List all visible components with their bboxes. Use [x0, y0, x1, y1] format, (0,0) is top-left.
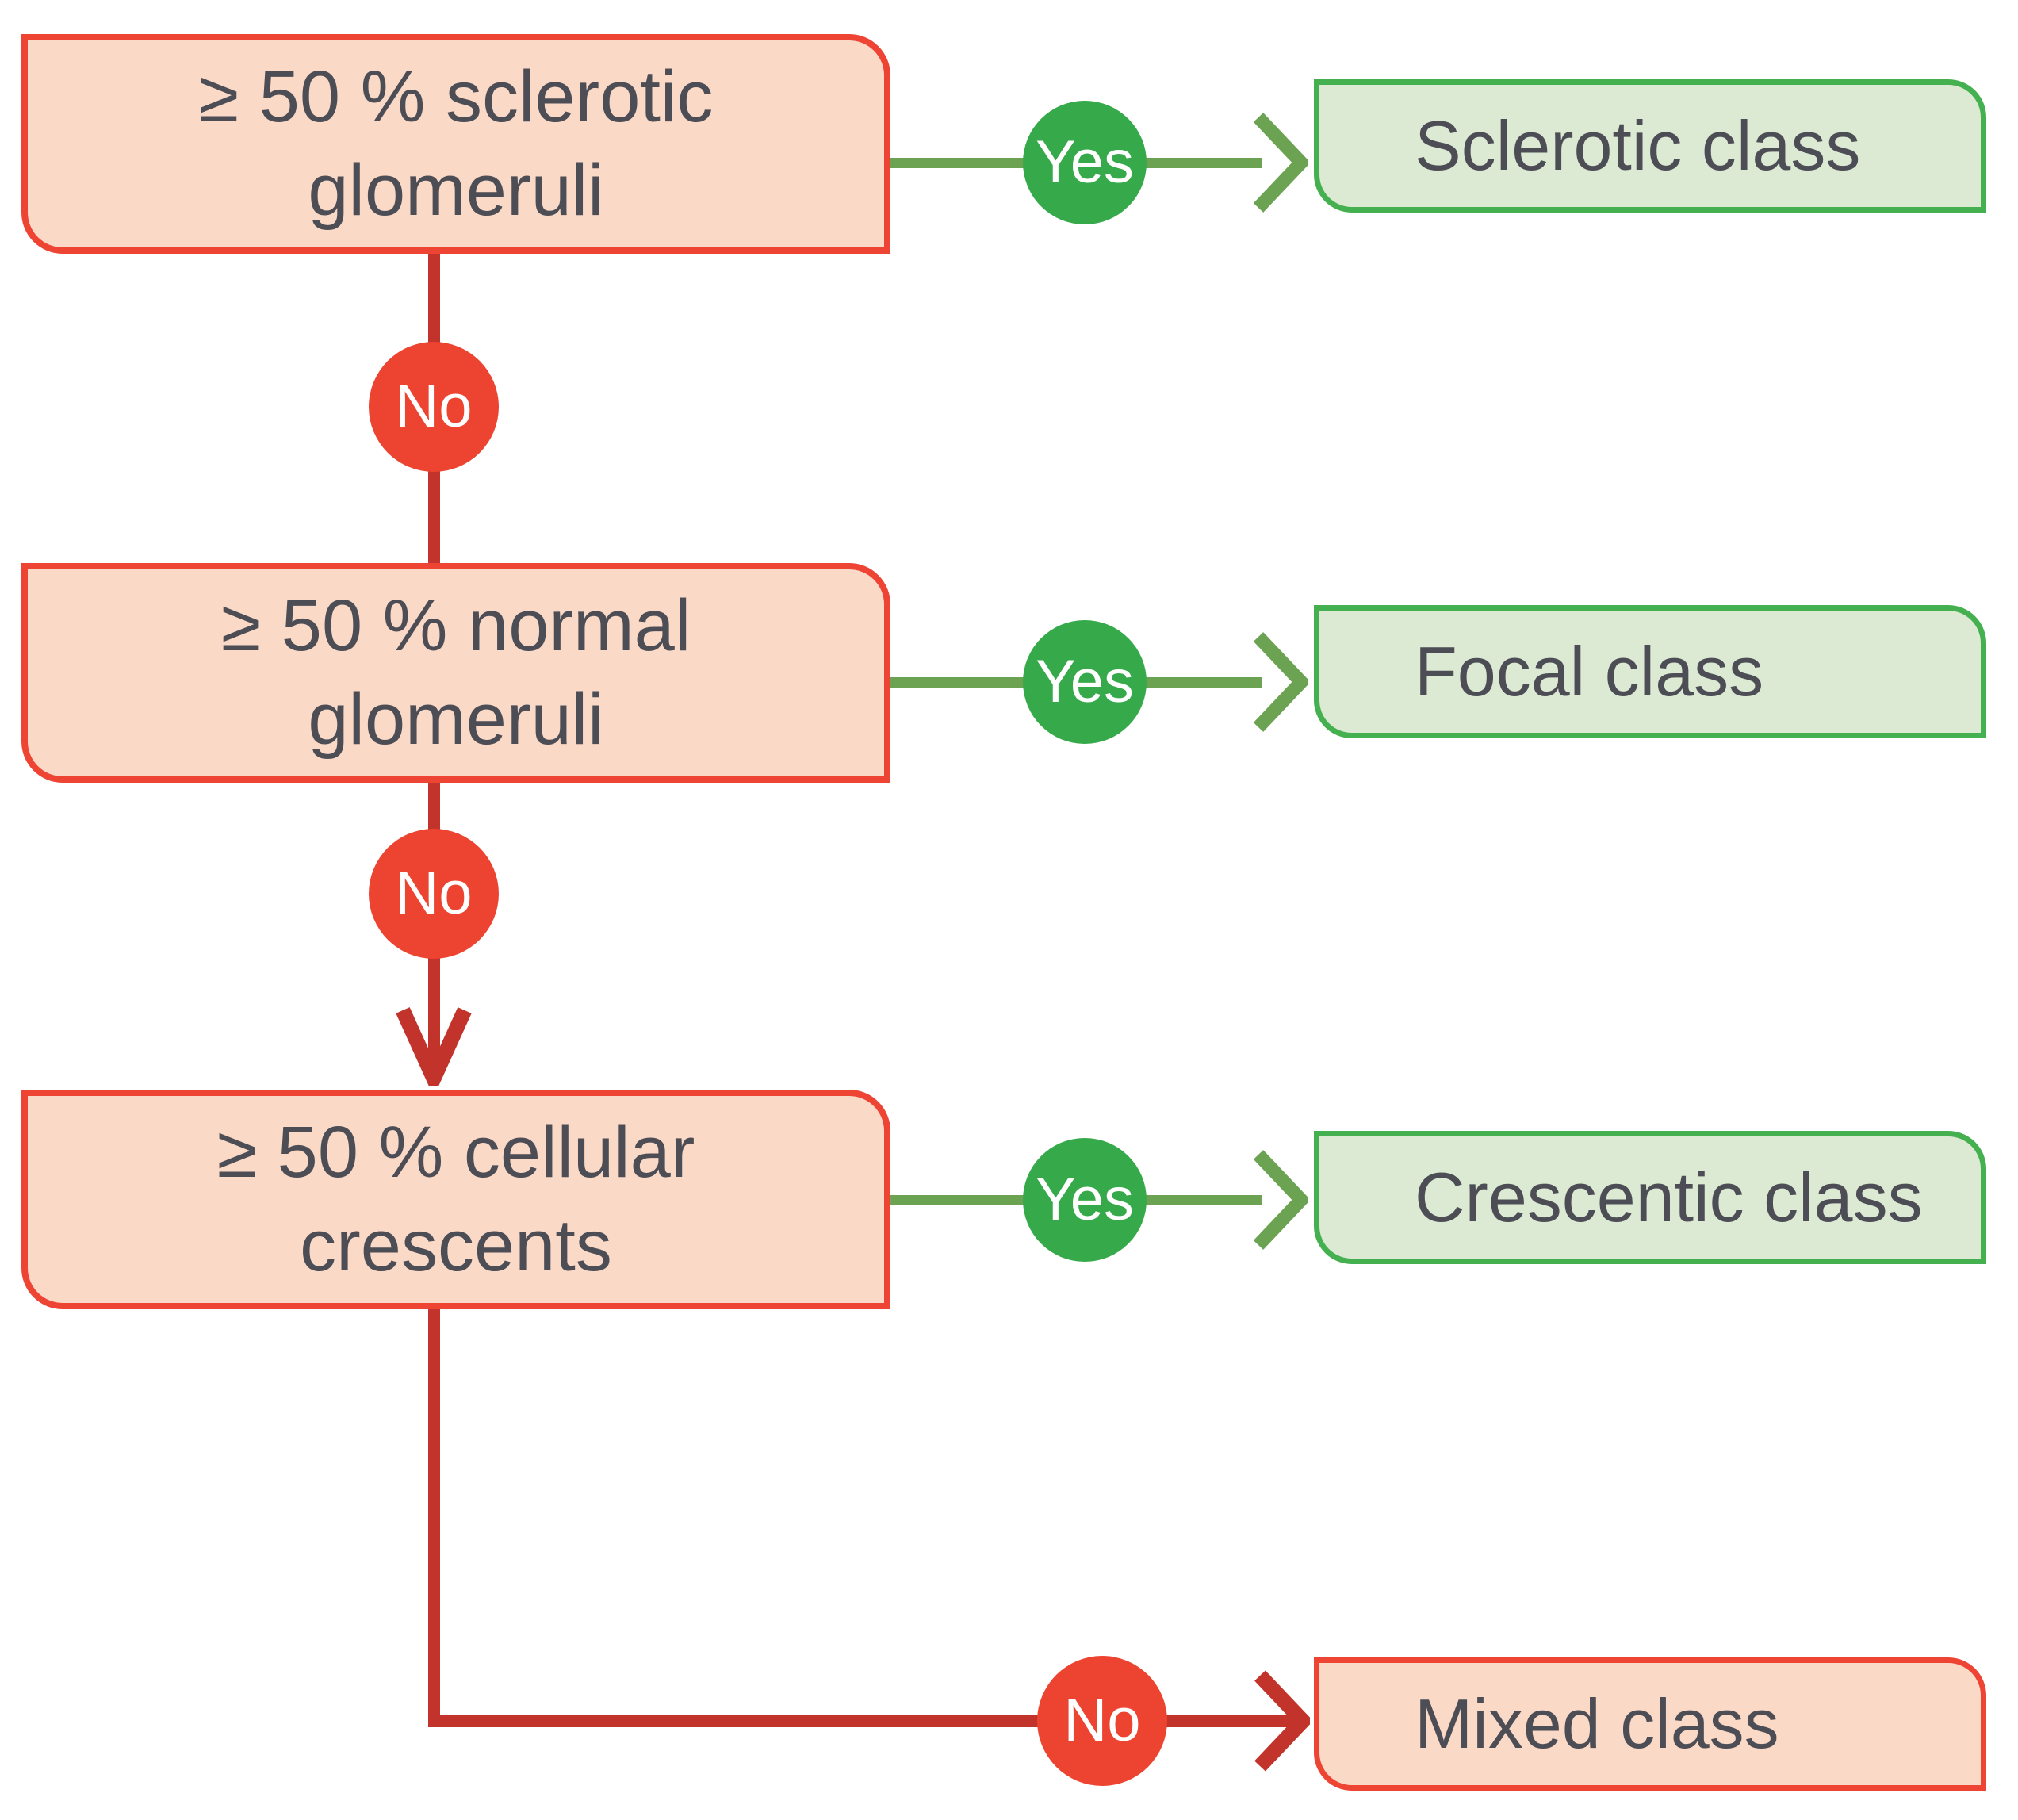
- result-label: Crescentic class: [1415, 1158, 1923, 1236]
- arrowhead-right-icon: [1253, 1150, 1308, 1250]
- yes-badge: Yes: [1023, 620, 1147, 744]
- arrowhead-down-icon: [396, 1007, 472, 1086]
- no-badge: No: [369, 342, 499, 472]
- no-badge: No: [369, 829, 499, 959]
- result-label: Mixed class: [1415, 1684, 1779, 1763]
- arrowhead-right-icon: [1254, 1670, 1310, 1772]
- yes-label: Yes: [1036, 128, 1134, 196]
- no-label: No: [395, 373, 473, 440]
- no-badge: No: [1037, 1656, 1167, 1786]
- question-box-normal-glomeruli: ≥ 50 % normal glomeruli: [21, 563, 890, 783]
- result-label: Focal class: [1415, 632, 1764, 711]
- result-box-sclerotic-class: Sclerotic class: [1314, 79, 1986, 213]
- yes-badge: Yes: [1023, 1138, 1147, 1262]
- arrowhead-right-icon: [1253, 632, 1308, 732]
- yes-badge: Yes: [1023, 101, 1147, 224]
- result-box-crescentic-class: Crescentic class: [1314, 1131, 1986, 1264]
- result-box-mixed-class: Mixed class: [1314, 1657, 1986, 1791]
- question-label: ≥ 50 % cellular crescents: [216, 1111, 695, 1286]
- question-label: ≥ 50 % sclerotic glomeruli: [198, 56, 714, 231]
- connector-line-q3-down: [428, 1305, 440, 1727]
- yes-label: Yes: [1036, 1166, 1134, 1233]
- yes-label: Yes: [1036, 648, 1134, 715]
- arrowhead-right-icon: [1253, 113, 1308, 213]
- question-label: ≥ 50 % normal glomeruli: [220, 584, 691, 760]
- question-box-sclerotic-glomeruli: ≥ 50 % sclerotic glomeruli: [21, 34, 890, 254]
- result-label: Sclerotic class: [1415, 106, 1861, 185]
- question-box-cellular-crescents: ≥ 50 % cellular crescents: [21, 1090, 890, 1309]
- no-label: No: [395, 860, 473, 927]
- no-label: No: [1063, 1687, 1141, 1754]
- result-box-focal-class: Focal class: [1314, 605, 1986, 738]
